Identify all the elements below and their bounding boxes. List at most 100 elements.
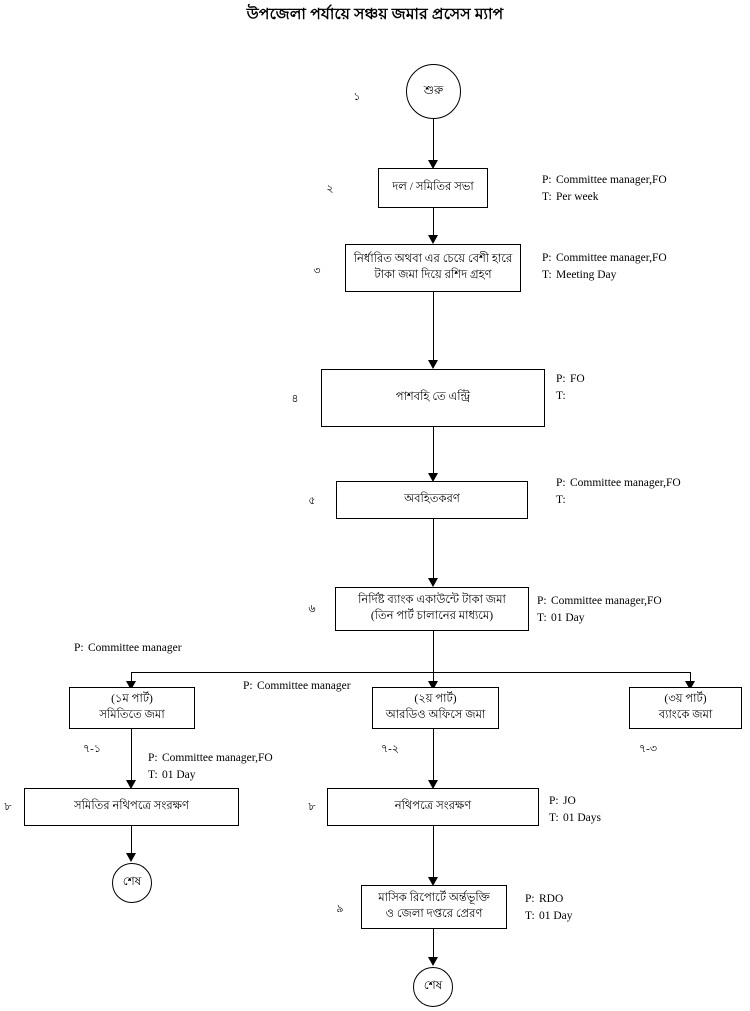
connector-step8right-step9 [433, 826, 434, 882]
pt-branch1: P: Committee manager [74, 640, 182, 657]
node-step3-line2: টাকা জমা দিয়ে রশিদ গ্রহণ [374, 269, 492, 281]
pt-step9-p-value: RDO [539, 893, 564, 905]
page-title: উপজেলা পর্যায়ে সঞ্চয় জমার প্রসেস ম্যাপ [246, 6, 504, 23]
pt-step5-t-key: T: [556, 494, 566, 507]
node-branch2: (২য় পার্ট) আরডিও অফিসে জমা [372, 687, 499, 729]
node-number-7-3: ৭-৩ [639, 743, 657, 755]
connector-branch1-step8left [131, 729, 132, 785]
node-number-6: ৬ [308, 603, 316, 615]
node-step3-line1: নির্ধারিত অথবা এর চেয়ে বেশী হারে [353, 253, 513, 266]
pt-step6-t-value: 01 Day [551, 612, 585, 625]
node-number-4: ৪ [291, 393, 299, 405]
pt-branch2-p-key: P: [243, 680, 253, 692]
pt-step2-p-value: Committee manager,FO [556, 174, 667, 186]
arrowhead-step8right-step9 [428, 877, 438, 886]
node-step9: মাসিক রিপোর্টে অর্ন্তভূক্তি ও জেলা দপ্তর… [361, 885, 507, 929]
node-step4-line1: পাশবহি তে এন্ট্রি [395, 391, 471, 404]
node-end-bottom-label: শেষ [423, 978, 443, 992]
pt-step5-p-value: Committee manager,FO [570, 477, 681, 489]
node-step8left: সমিতির নথিপত্রে সংরক্ষণ [24, 788, 239, 826]
node-step8left-line1: সমিতির নথিপত্রে সংরক্ষণ [74, 800, 189, 813]
arrowhead-2-3 [428, 235, 438, 244]
pt-step4-p-value: FO [570, 373, 585, 385]
pt-step5-p-key: P: [556, 477, 566, 489]
pt-step9-t-key: T: [525, 910, 535, 923]
arrowhead-branch1 [126, 681, 136, 690]
pt-step8right: P:JO T:01 Days [549, 793, 601, 828]
pt-step6-p-key: P: [537, 595, 547, 607]
node-step6: নির্দিষ্ট ব্যাংক একাউন্টে টাকা জমা (তিন … [335, 587, 529, 631]
pt-step9: P:RDO T:01 Day [525, 891, 573, 926]
node-step9-line1: মাসিক রিপোর্টে অর্ন্তভূক্তি [378, 892, 490, 905]
node-branch1-line2: সমিতিতে জমা [99, 709, 165, 721]
node-branch3-line2: ব্যাংকে জমা [658, 709, 713, 721]
pt-step3-p-key: P: [542, 252, 552, 264]
pt-step2-p-key: P: [542, 174, 552, 186]
connector-1-2 [433, 119, 434, 165]
node-step9-line2: ও জেলা দপ্তরে প্রেরণ [385, 908, 483, 920]
arrowhead-step8left-end [126, 853, 136, 862]
pt-step3: P:Committee manager,FO T:Meeting Day [542, 250, 667, 285]
pt-branch1-p-value: Committee manager [88, 642, 182, 654]
node-number-5: ৫ [308, 495, 316, 507]
arrowhead-4-5 [428, 473, 438, 482]
pt-step6-t-key: T: [537, 612, 547, 625]
node-branch1: (১ম পার্ট) সমিতিতে জমা [69, 687, 195, 729]
pt-branch2: P: Committee manager [243, 678, 351, 695]
node-number-8-left: ৮ [4, 801, 12, 813]
node-branch3: (৩য় পার্ট) ব্যাংকে জমা [629, 687, 742, 729]
node-start-label: শুরু [423, 82, 444, 97]
pt-branch2-p-value: Committee manager [257, 680, 351, 692]
arrowhead-5-6 [428, 578, 438, 587]
pt-step8left-p-key: P: [148, 752, 158, 764]
pt-step2-t-key: T: [542, 191, 552, 204]
arrowhead-branch3 [685, 681, 695, 690]
connector-step8left-end [131, 826, 132, 859]
pt-step6: P: Committee manager,FO T: 01 Day [537, 593, 662, 628]
connector-4-5 [433, 427, 434, 479]
pt-step9-t-value: 01 Day [539, 910, 573, 923]
arrowhead-branch2 [428, 681, 438, 690]
node-end-bottom: শেষ [413, 967, 453, 1007]
node-step5: অবহিতকরণ [336, 481, 528, 519]
arrowhead-branch2-step8right [428, 780, 438, 789]
connector-2-3 [433, 208, 434, 240]
connector-5-6 [433, 519, 434, 584]
pt-step4: P:FO T: [556, 371, 585, 406]
node-branch1-line1: (১ম পার্ট) [111, 693, 153, 706]
pt-step8left: P:Committee manager,FO T:01 Day [148, 750, 273, 785]
node-end-left: শেষ [112, 863, 152, 903]
arrowhead-3-4 [428, 360, 438, 369]
arrowhead-step9-end [428, 957, 438, 966]
node-step2: দল / সমিতির সভা [378, 168, 488, 208]
pt-step3-t-value: Meeting Day [556, 269, 617, 282]
node-step8right: নথিপত্রে সংরক্ষণ [327, 788, 539, 826]
node-start: শুরু [406, 64, 461, 119]
node-number-3: ৩ [313, 265, 321, 277]
connector-6-split [433, 631, 434, 672]
node-end-left-label: শেষ [122, 874, 142, 888]
node-step6-line1: নির্দিষ্ট ব্যাংক একাউন্টে টাকা জমা [358, 594, 506, 607]
arrowhead-branch1-step8left [126, 780, 136, 789]
node-step5-line1: অবহিতকরণ [404, 493, 460, 506]
pt-step8right-t-key: T: [549, 812, 559, 825]
pt-step8left-t-key: T: [148, 769, 158, 782]
node-branch2-line1: (২য় পার্ট) [414, 693, 457, 706]
pt-step6-p-value: Committee manager,FO [551, 595, 662, 607]
node-branch3-line1: (৩য় পার্ট) [664, 693, 707, 706]
pt-branch1-p-key: P: [74, 642, 84, 654]
connector-step9-end [433, 929, 434, 963]
pt-step5: P: Committee manager,FO T: [556, 475, 681, 510]
node-step2-line1: দল / সমিতির সভা [392, 181, 474, 194]
pt-step2: P:Committee manager,FO T:Per week [542, 172, 667, 207]
node-number-1: ১ [353, 91, 361, 103]
pt-step4-t-key: T: [556, 390, 566, 403]
arrowhead-1-2 [428, 160, 438, 169]
node-step6-line2: (তিন পার্ট চালানের মাধ্যমে) [370, 610, 494, 622]
pt-step3-t-key: T: [542, 269, 552, 282]
split-bus [131, 672, 690, 673]
pt-step8right-p-key: P: [549, 795, 559, 807]
node-number-9: ৯ [336, 903, 344, 915]
node-branch2-line2: আরডিও অফিসে জমা [385, 709, 486, 721]
